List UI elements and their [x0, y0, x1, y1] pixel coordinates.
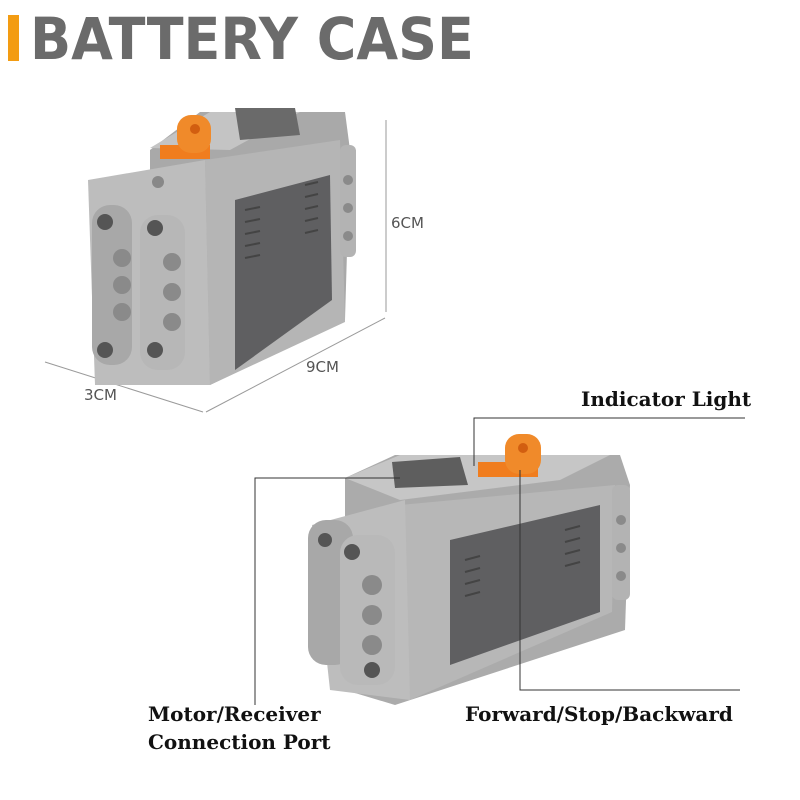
indicator-light-label: Indicator Light: [581, 387, 752, 411]
callout-lines: [254, 417, 745, 705]
height-dimension: 6CM: [391, 214, 424, 232]
battery-case-view-1: [88, 108, 356, 385]
title-accent-bar: [8, 15, 19, 61]
port-label-line2: Connection Port: [148, 730, 331, 754]
length-dimension: 9CM: [306, 358, 339, 376]
dimension-lines: [44, 120, 387, 413]
page-title: BATTERY CASE: [30, 5, 474, 73]
battery-case-view-2: [308, 434, 630, 705]
switch-label: Forward/Stop/Backward: [465, 702, 733, 726]
port-label-line1: Motor/Receiver: [148, 702, 321, 726]
width-dimension: 3CM: [84, 386, 117, 404]
